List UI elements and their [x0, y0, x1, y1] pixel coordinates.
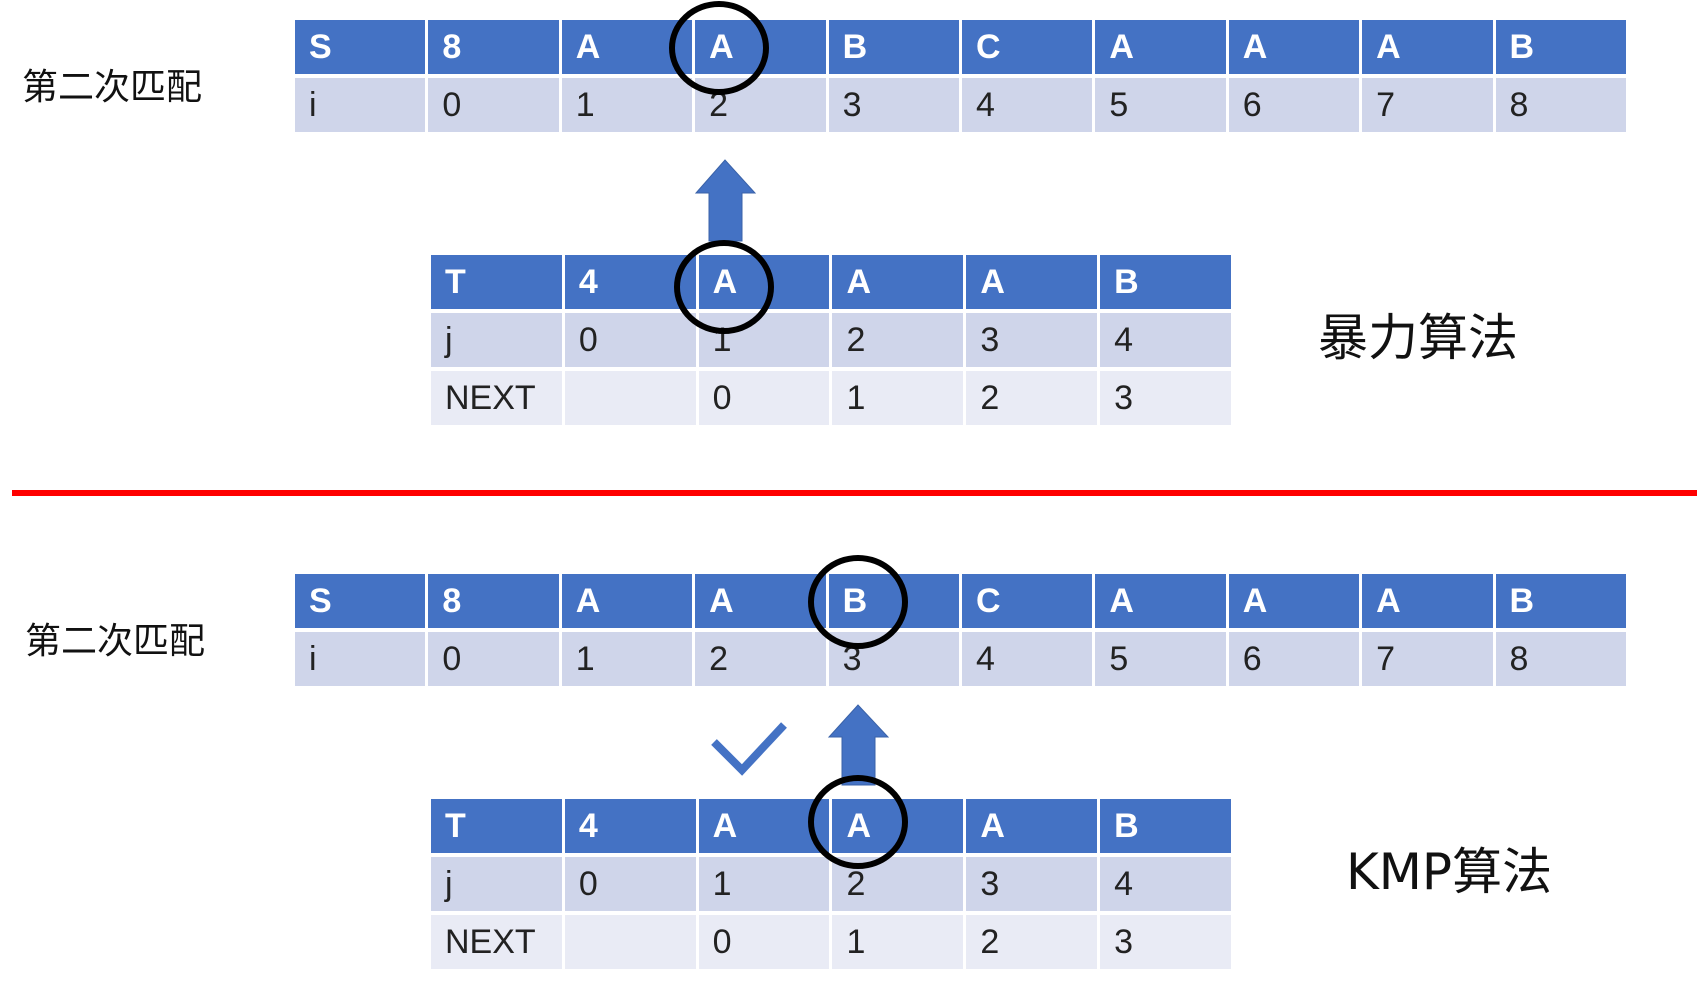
top-t-header-cell: A: [966, 255, 1098, 309]
bottom-t-next-cell: 1: [832, 915, 964, 969]
bottom-t-j-cell: 4: [1100, 857, 1231, 911]
top-t-header-row: T 4 A A A B: [431, 255, 1231, 309]
bottom-t-next-cell: [564, 915, 696, 969]
bottom-algo-label: KMP算法: [1346, 843, 1553, 901]
bottom-t-j-cell: 2: [832, 857, 964, 911]
top-t-header-cell: B: [1100, 255, 1231, 309]
top-t-next-cell: [564, 371, 696, 425]
bottom-s-header-cell: A: [1362, 574, 1493, 628]
top-s-index-cell: i: [295, 78, 426, 132]
top-s-header-cell: A: [1228, 20, 1360, 74]
bottom-t-header-row: T 4 A A A B: [431, 799, 1231, 853]
top-s-header-cell: C: [961, 20, 1093, 74]
bottom-s-index-cell: i: [295, 632, 426, 686]
bottom-s-header-cell: A: [695, 574, 826, 628]
top-s-header-cell: B: [828, 20, 959, 74]
bottom-t-header-cell: T: [431, 799, 562, 853]
top-t-next-row: NEXT 0 1 2 3: [431, 371, 1231, 425]
top-s-header-cell: A: [695, 20, 826, 74]
bottom-s-header-cell: 8: [428, 574, 559, 628]
bottom-section-label: 第二次匹配: [25, 621, 206, 662]
bottom-t-header-cell: A: [966, 799, 1098, 853]
bottom-s-index-cell: 4: [961, 632, 1093, 686]
top-s-index-cell: 6: [1228, 78, 1360, 132]
top-s-index-cell: 3: [828, 78, 959, 132]
bottom-s-header-row: S 8 A A B C A A A B: [295, 574, 1626, 628]
bottom-t-j-cell: j: [431, 857, 562, 911]
top-s-index-row: i 0 1 2 3 4 5 6 7 8: [295, 78, 1626, 132]
top-t-header-cell: A: [698, 255, 830, 309]
top-t-table: T 4 A A A B j 0 1 2 3 4 NEXT 0 1 2 3: [428, 251, 1234, 429]
top-t-header-cell: A: [832, 255, 964, 309]
top-t-next-cell: 1: [832, 371, 964, 425]
bottom-t-header-cell: B: [1100, 799, 1231, 853]
top-t-j-row: j 0 1 2 3 4: [431, 313, 1231, 367]
bottom-s-index-cell: 1: [561, 632, 693, 686]
bottom-t-header-cell: A: [832, 799, 964, 853]
top-t-j-cell: 3: [966, 313, 1098, 367]
top-s-header-row: S 8 A A B C A A A B: [295, 20, 1626, 74]
top-t-next-cell: 0: [698, 371, 830, 425]
bottom-t-j-cell: 0: [564, 857, 696, 911]
bottom-t-j-cell: 1: [698, 857, 830, 911]
top-t-j-cell: j: [431, 313, 562, 367]
bottom-s-index-cell: 7: [1362, 632, 1493, 686]
section-divider: [12, 490, 1697, 496]
bottom-s-header-cell: B: [828, 574, 959, 628]
top-t-next-cell: 3: [1100, 371, 1231, 425]
bottom-t-next-cell: 2: [966, 915, 1098, 969]
top-s-table: S 8 A A B C A A A B i 0 1 2 3 4 5 6 7 8: [292, 16, 1629, 136]
top-t-j-cell: 4: [1100, 313, 1231, 367]
bottom-t-next-cell: 3: [1100, 915, 1231, 969]
top-s-index-cell: 7: [1362, 78, 1493, 132]
bottom-s-index-cell: 0: [428, 632, 559, 686]
bottom-t-header-cell: 4: [564, 799, 696, 853]
bottom-t-j-cell: 3: [966, 857, 1098, 911]
top-s-index-cell: 2: [695, 78, 826, 132]
top-t-next-cell: NEXT: [431, 371, 562, 425]
top-s-index-cell: 8: [1495, 78, 1626, 132]
top-t-next-cell: 2: [966, 371, 1098, 425]
top-t-header-cell: T: [431, 255, 562, 309]
bottom-s-table: S 8 A A B C A A A B i 0 1 2 3 4 5 6 7 8: [292, 570, 1629, 690]
checkmark-icon: [711, 722, 787, 776]
top-algo-label: 暴力算法: [1318, 309, 1518, 367]
bottom-s-header-cell: A: [561, 574, 693, 628]
bottom-s-header-cell: A: [1228, 574, 1360, 628]
bottom-s-index-cell: 3: [828, 632, 959, 686]
top-s-index-cell: 1: [561, 78, 693, 132]
bottom-t-header-cell: A: [698, 799, 830, 853]
bottom-s-header-cell: A: [1095, 574, 1226, 628]
bottom-t-next-row: NEXT 0 1 2 3: [431, 915, 1231, 969]
top-s-header-cell: A: [1095, 20, 1226, 74]
bottom-t-j-row: j 0 1 2 3 4: [431, 857, 1231, 911]
top-s-header-cell: A: [561, 20, 693, 74]
bottom-s-index-cell: 8: [1495, 632, 1626, 686]
bottom-s-index-row: i 0 1 2 3 4 5 6 7 8: [295, 632, 1626, 686]
top-s-header-cell: B: [1495, 20, 1626, 74]
top-s-index-cell: 0: [428, 78, 559, 132]
bottom-t-next-cell: 0: [698, 915, 830, 969]
top-t-header-cell: 4: [564, 255, 696, 309]
bottom-s-index-cell: 6: [1228, 632, 1360, 686]
top-section-label: 第二次匹配: [22, 67, 203, 108]
top-t-j-cell: 0: [564, 313, 696, 367]
up-arrow-icon: [694, 159, 757, 242]
top-s-index-cell: 4: [961, 78, 1093, 132]
top-t-j-cell: 1: [698, 313, 830, 367]
up-arrow-icon: [827, 704, 890, 786]
bottom-s-index-cell: 2: [695, 632, 826, 686]
bottom-s-header-cell: B: [1495, 574, 1626, 628]
top-t-j-cell: 2: [832, 313, 964, 367]
top-s-index-cell: 5: [1095, 78, 1226, 132]
bottom-s-index-cell: 5: [1095, 632, 1226, 686]
top-s-header-cell: 8: [428, 20, 559, 74]
bottom-s-header-cell: C: [961, 574, 1093, 628]
bottom-t-table: T 4 A A A B j 0 1 2 3 4 NEXT 0 1 2 3: [428, 795, 1234, 973]
bottom-t-next-cell: NEXT: [431, 915, 562, 969]
bottom-s-header-cell: S: [295, 574, 426, 628]
top-s-header-cell: S: [295, 20, 426, 74]
top-s-header-cell: A: [1362, 20, 1493, 74]
